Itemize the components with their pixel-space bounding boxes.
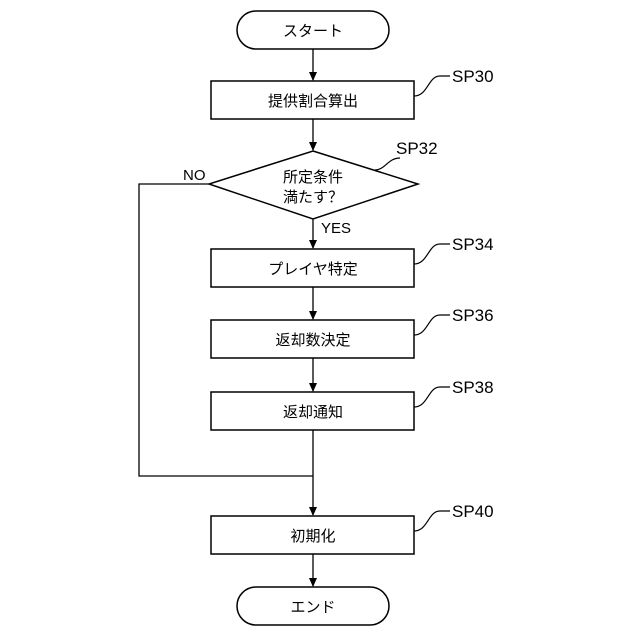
decision-step-id: SP32 (396, 139, 438, 158)
calc-step-leader (414, 76, 450, 96)
decision-label-line2: 満たす？ (283, 188, 343, 206)
calc-label: 提供割合算出 (268, 92, 358, 110)
yes-label: YES (321, 220, 351, 237)
decision-step-leader (375, 158, 400, 170)
identify-label: プレイヤ特定 (268, 260, 358, 278)
identify-step-id: SP34 (452, 235, 494, 254)
decide-label: 返却数決定 (275, 331, 350, 349)
init-step-id: SP40 (452, 502, 494, 521)
notify-step-leader (414, 387, 450, 407)
decision-label-line1: 所定条件 (283, 168, 343, 186)
end-label: エンド (290, 598, 335, 616)
init-step-leader (414, 511, 450, 531)
no-label: NO (183, 167, 206, 184)
decide-step-leader (414, 315, 450, 335)
start-label: スタート (283, 22, 343, 40)
notify-step-id: SP38 (452, 378, 494, 397)
calc-step-id: SP30 (452, 67, 494, 86)
notify-label: 返却通知 (283, 403, 343, 421)
init-label: 初期化 (290, 527, 335, 545)
decide-step-id: SP36 (452, 306, 494, 325)
identify-step-leader (414, 244, 450, 264)
